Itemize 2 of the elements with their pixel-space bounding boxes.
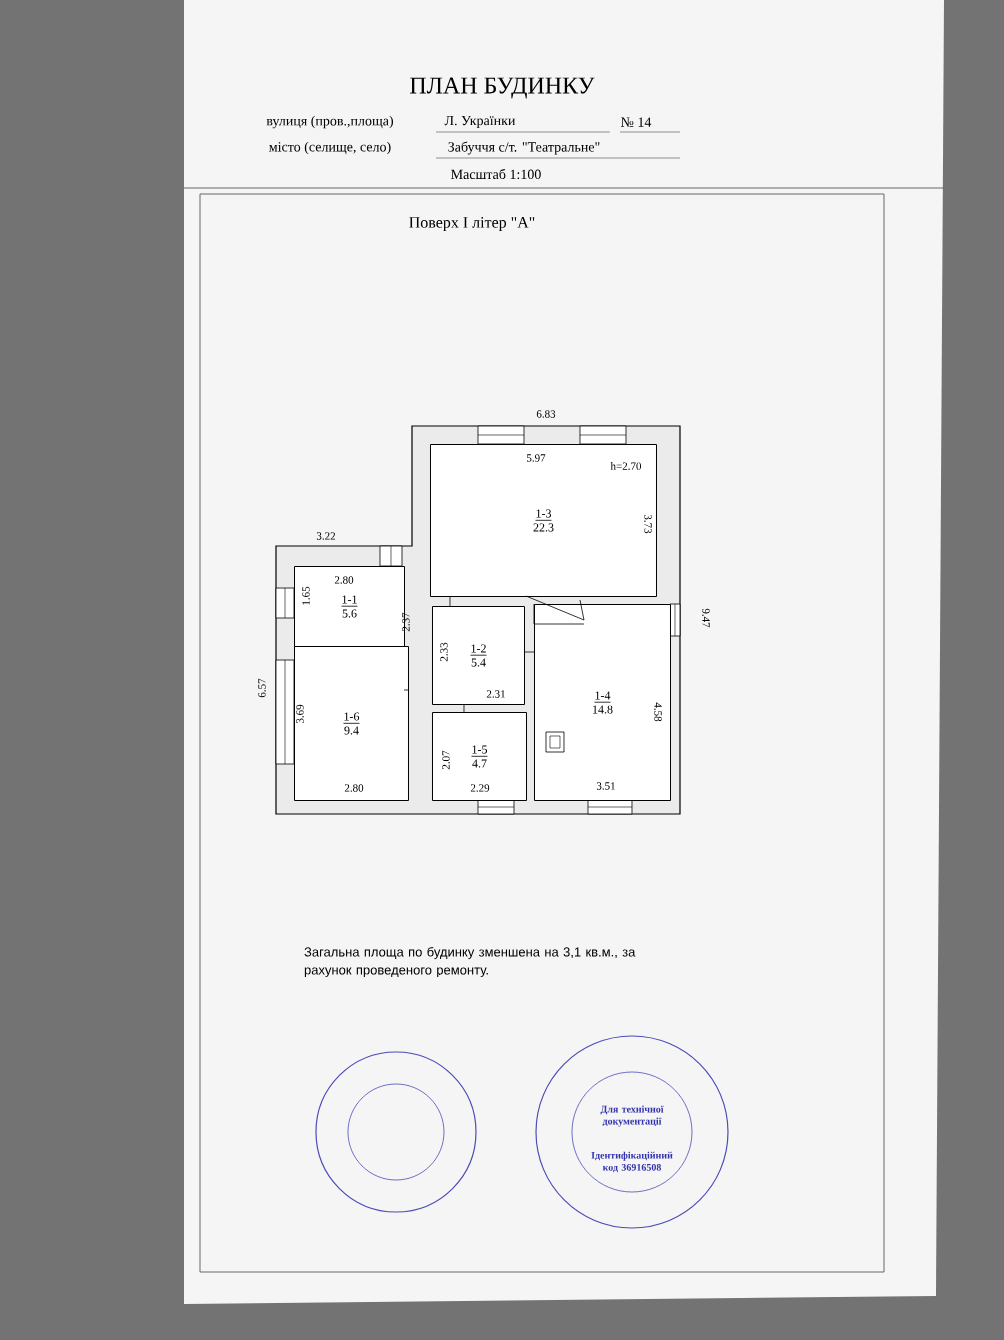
page-title: ПЛАН БУДИНКУ: [410, 77, 595, 99]
floor-heading: Поверх I літер "А": [409, 217, 535, 232]
